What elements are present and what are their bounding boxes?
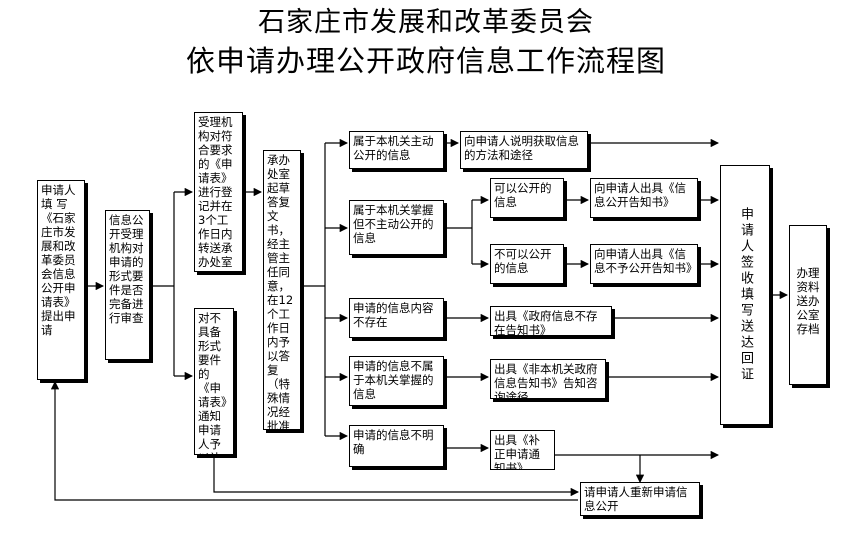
can-open-box: 可以公开的信息 <box>490 178 564 218</box>
unclear-action-box: 出具《补正申请通知书》 <box>490 430 555 470</box>
arrow-reject-reapply <box>213 456 580 497</box>
not-ours-box: 申请的信息不属于本机关掌握的信息 <box>349 356 444 406</box>
can-open-action-box: 向申请人出具《信息公开告知书》 <box>590 178 698 218</box>
accept-box: 受理机构对符合要求的《申请表》进行登记并在3个工作日内转送承办处室 <box>194 112 243 272</box>
active-disclosure-box: 属于本机关主动公开的信息 <box>349 131 444 169</box>
review-box: 信息公开受理机构对申请的形式要件是否完备进行审查 <box>105 210 150 360</box>
process-box: 承办处室起草答复文书，经主管主任同意，在12个工作日内予以答复（特殊情况经批准可… <box>263 150 301 430</box>
reapply-box: 请申请人重新申请信息公开 <box>580 482 700 516</box>
applicant-box: 申请人填 写《石家庄市发展和改革委员会信息公开申请表》提出申请 <box>37 180 85 380</box>
sign-receipt-box: 申请人签收填写送达回证 <box>720 165 770 425</box>
not-ours-action-box: 出具《非本机关政府信息告知书》告知咨询途径 <box>490 359 606 399</box>
held-info-box: 属于本机关掌握但不主动公开的信息 <box>349 200 444 255</box>
unclear-box: 申请的信息不明确 <box>349 425 444 467</box>
not-exist-box: 申请的信息内容不存在 <box>349 298 444 338</box>
arrow-reapply-applicant <box>50 380 578 501</box>
cannot-open-box: 不可以公开的信息 <box>490 244 564 284</box>
cannot-open-action-box: 向申请人出具《信息不予公开告知书》 <box>590 244 698 284</box>
title-line-2: 依申请办理公开政府信息工作流程图 <box>185 44 666 78</box>
title-line-1: 石家庄市发展和改革委员会 <box>258 7 594 38</box>
not-exist-action-box: 出具《政府信息不存在告知书》 <box>490 306 612 336</box>
archive-box: 办理资料送办公室存档 <box>789 225 827 385</box>
active-disclosure-action-box: 向申请人说明获取信息的方法和途径 <box>460 131 588 169</box>
reject-box: 对不具备形式要件的《申请表》通知申请人予以补正 <box>194 308 234 455</box>
